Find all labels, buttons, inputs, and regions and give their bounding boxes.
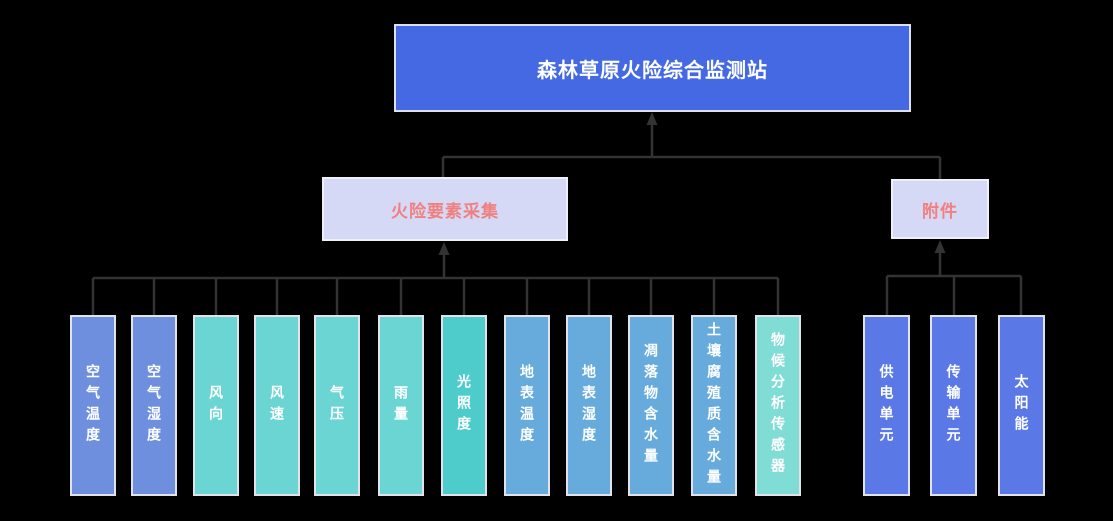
node-illuminance: 光照度: [441, 315, 487, 496]
node-label: 地表湿度: [581, 363, 597, 448]
group-node-fire-risk-elements: 火险要素采集: [322, 177, 568, 241]
node-wind-speed: 风速: [254, 315, 300, 496]
node-label: 风向: [208, 384, 224, 427]
node-label: 气压: [329, 384, 345, 427]
group-node-accessories: 附件: [891, 179, 989, 239]
node-label: 地表温度: [519, 363, 535, 448]
node-phenology-sensor: 物候分析传感器: [755, 315, 801, 496]
node-air-pressure: 气压: [314, 315, 360, 496]
node-wind-direction: 风向: [193, 315, 239, 496]
root-node: 森林草原火险综合监测站: [394, 24, 911, 112]
node-power-unit: 供电单元: [863, 315, 910, 496]
node-label: 物候分析传感器: [770, 332, 786, 479]
connector-accessories-to-units: [885, 240, 1023, 315]
connector-root-to-groups: [441, 112, 942, 179]
node-label: 空气温度: [85, 363, 101, 448]
node-air-temperature: 空气温度: [70, 315, 116, 496]
node-label: 雨量: [393, 384, 409, 427]
node-solar-power: 太阳能: [998, 315, 1045, 496]
node-label: 空气湿度: [146, 363, 162, 448]
node-label: 传输单元: [945, 363, 962, 448]
node-rainfall: 雨量: [378, 315, 424, 496]
node-label: 供电单元: [878, 363, 895, 448]
node-label: 土壤腐殖质含水量: [706, 321, 722, 490]
root-label: 森林草原火险综合监测站: [537, 59, 768, 82]
node-label: 光照度: [456, 374, 472, 437]
node-soil-humus-water-content: 土壤腐殖质含水量: [691, 315, 737, 496]
node-label: 风速: [269, 384, 285, 427]
node-surface-temperature: 地表温度: [504, 315, 550, 496]
node-surface-humidity: 地表湿度: [566, 315, 612, 496]
connector-elements-to-sensors: [91, 242, 780, 315]
node-air-humidity: 空气湿度: [131, 315, 177, 496]
group-label: 火险要素采集: [391, 201, 499, 221]
group-label: 附件: [922, 201, 958, 221]
node-transmission-unit: 传输单元: [930, 315, 977, 496]
node-label: 太阳能: [1013, 374, 1030, 437]
node-label: 凋落物含水量: [643, 342, 659, 469]
node-litter-water-content: 凋落物含水量: [628, 315, 674, 496]
